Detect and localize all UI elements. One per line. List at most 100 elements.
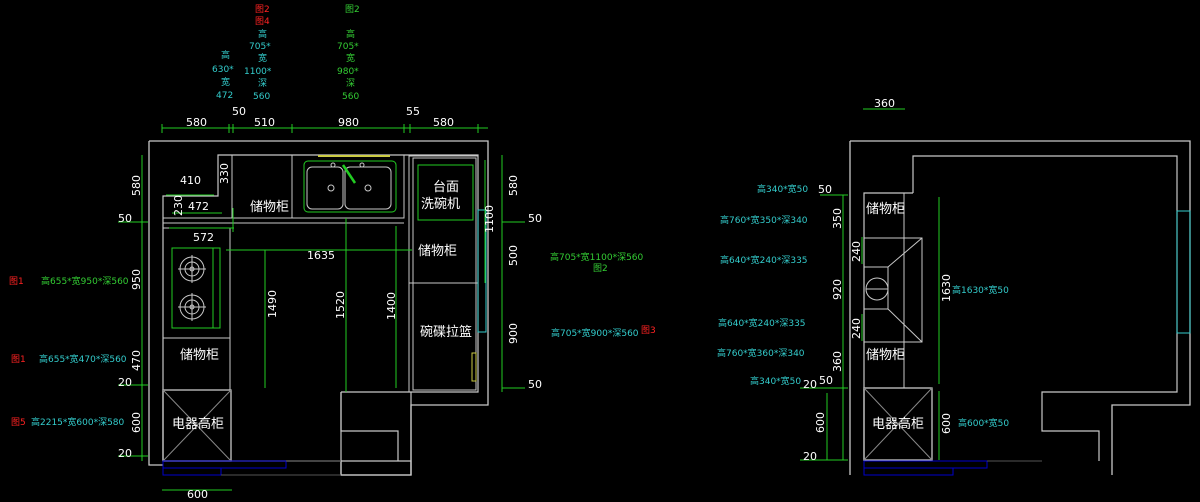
right-appliance-tall-cabinet — [863, 387, 933, 461]
dim-1520: 1520 — [334, 291, 347, 319]
cabinet-spec-note: 高655*宽950*深560 — [41, 277, 129, 287]
note-col3-label: 高 — [346, 30, 356, 40]
figure-tag: 图3 — [641, 326, 656, 336]
dim-left: 20 — [118, 447, 132, 460]
right-floor-plan — [849, 140, 1191, 476]
dim-left: 50 — [118, 212, 132, 225]
cabinet-spec-note: 高340*宽50 — [757, 185, 809, 195]
dim-1630: 1630 — [940, 274, 953, 302]
cabinet-spec-note: 高1630*宽50 — [952, 286, 1009, 296]
dim-600: 600 — [940, 413, 953, 434]
note-col3-label: 深 — [346, 79, 356, 89]
cabinet-spec-note: 高640*宽240*深335 — [720, 256, 808, 266]
cabinet-spec-note: 高2215*宽600*深580 — [31, 418, 125, 428]
dim-330: 330 — [218, 163, 231, 184]
double-sink-icon — [303, 155, 397, 213]
dim-left: 50 — [818, 183, 832, 196]
right-outer-wall — [849, 140, 1191, 475]
note-col2-label: 深 — [258, 79, 268, 89]
dim-1635: 1635 — [307, 249, 335, 262]
right-dimension-lines — [800, 108, 940, 461]
figure-tag: 图4 — [255, 17, 270, 27]
gas-stove-icon — [171, 247, 221, 329]
dim-1400: 1400 — [385, 292, 398, 320]
dim-top-360: 360 — [874, 97, 895, 110]
label-storage-bottom: 储物柜 — [866, 348, 906, 363]
dim-600-bottom: 600 — [187, 488, 208, 501]
dim-472: 472 — [188, 200, 209, 213]
note-col2-value: 1100* — [244, 67, 272, 77]
figure-tag: 图2 — [345, 5, 360, 15]
cabinet-spec-note: 高600*宽50 — [958, 419, 1010, 429]
dim-1100: 1100 — [483, 205, 496, 233]
dim-left: 240 — [850, 241, 863, 262]
dim-left: 20 — [118, 376, 132, 389]
dim-left: 20 — [803, 378, 817, 391]
figure-tag: 图2 — [255, 5, 270, 15]
dim-572: 572 — [193, 231, 214, 244]
dishwasher-box — [417, 164, 474, 221]
dim-top: 510 — [254, 116, 275, 129]
label-appliance-tall: 电器高柜 — [172, 417, 225, 432]
dim-left: 470 — [130, 350, 143, 371]
note-col2-value: 705* — [249, 42, 271, 52]
dim-right: 900 — [507, 323, 520, 344]
dim-right: 50 — [528, 378, 542, 391]
dim-230: 230 — [172, 195, 185, 216]
cabinet-spec-note: 高655*宽470*深560 — [39, 355, 127, 365]
cabinet-spec-note: 高760*宽350*深340 — [720, 216, 808, 226]
note-col3-value: 980* — [337, 67, 359, 77]
label-storage-top: 储物柜 — [866, 202, 906, 217]
dim-left: 600 — [130, 412, 143, 433]
figure-tag: 图5 — [11, 418, 26, 428]
label-storage-top: 储物柜 — [250, 200, 290, 215]
label-storage-right: 储物柜 — [418, 244, 458, 259]
cabinet-spec-note: 高705*宽900*深560 — [551, 329, 639, 339]
figure-tag: 图1 — [11, 355, 26, 365]
note-col3-value: 560 — [342, 92, 360, 102]
dim-right: 50 — [528, 212, 542, 225]
note-col2-value: 560 — [253, 92, 271, 102]
cabinet-spec-note: 高705*宽1100*深560 — [550, 253, 644, 263]
note-col3-value: 705* — [337, 42, 359, 52]
note-col1-value: 472 — [216, 91, 234, 101]
dim-left: 20 — [803, 450, 817, 463]
dim-top: 580 — [186, 116, 207, 129]
dim-left: 950 — [130, 269, 143, 290]
dim-right: 580 — [507, 175, 520, 196]
dim-top: 50 — [232, 105, 246, 118]
note-col2-label: 高 — [258, 30, 268, 40]
figure-tag: 图2 — [593, 264, 608, 274]
note-col1-label: 宽 — [221, 78, 231, 88]
dim-410: 410 — [180, 174, 201, 187]
dim-left: 580 — [130, 175, 143, 196]
note-col3-label: 宽 — [346, 54, 356, 64]
note-col1: 高 — [221, 51, 231, 61]
dim-left: 360 — [831, 351, 844, 372]
dim-left: 350 — [831, 208, 844, 229]
dim-top: 980 — [338, 116, 359, 129]
cabinet-spec-note: 高340*宽50 — [750, 377, 802, 387]
dim-left: 240 — [850, 318, 863, 339]
label-dishwasher: 洗碗机 — [421, 197, 461, 212]
cabinet-spec-note: 高640*宽240*深335 — [718, 319, 806, 329]
left-floor-plan — [148, 140, 489, 476]
dim-left: 920 — [831, 279, 844, 300]
dim-left: 600 — [814, 412, 827, 433]
dim-top: 580 — [433, 116, 454, 129]
note-col2-label: 宽 — [258, 54, 268, 64]
left-dimension-lines — [118, 124, 525, 491]
label-countertop: 台面 — [433, 180, 460, 195]
label-dish-basket: 碗碟拉篮 — [420, 325, 473, 340]
note-col1-value: 630* — [212, 65, 234, 75]
cabinet-spec-note: 高760*宽360*深340 — [717, 349, 805, 359]
dim-1490: 1490 — [266, 290, 279, 318]
dim-top: 55 — [406, 105, 420, 118]
figure-tag: 图1 — [9, 277, 24, 287]
dim-right: 500 — [507, 245, 520, 266]
label-storage-left: 储物柜 — [180, 348, 220, 363]
dim-left: 50 — [819, 374, 833, 387]
label-appliance-tall: 电器高柜 — [872, 417, 925, 432]
